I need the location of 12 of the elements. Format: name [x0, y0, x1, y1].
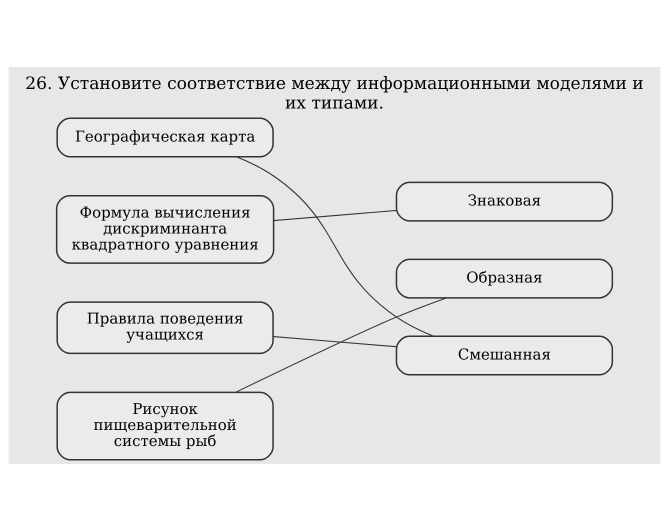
- node-box: Правила поведения учащихся: [56, 301, 274, 354]
- connector: [235, 297, 447, 393]
- node-box: Знаковая: [396, 182, 614, 222]
- connector: [273, 336, 396, 348]
- node-box: Смешанная: [396, 336, 614, 376]
- diagram-title: 26. Установите соответствие между информационными моделями и их типами.: [25, 74, 644, 114]
- connector: [274, 210, 397, 222]
- node-box: Формула вычисления дискриминанта квадратного уравнения: [56, 195, 274, 264]
- node-box: Географическая карта: [56, 118, 274, 158]
- connector: [236, 156, 434, 337]
- node-box: Рисунок пищеварительной системы рыб: [56, 392, 274, 460]
- node-box: Образная: [396, 258, 614, 299]
